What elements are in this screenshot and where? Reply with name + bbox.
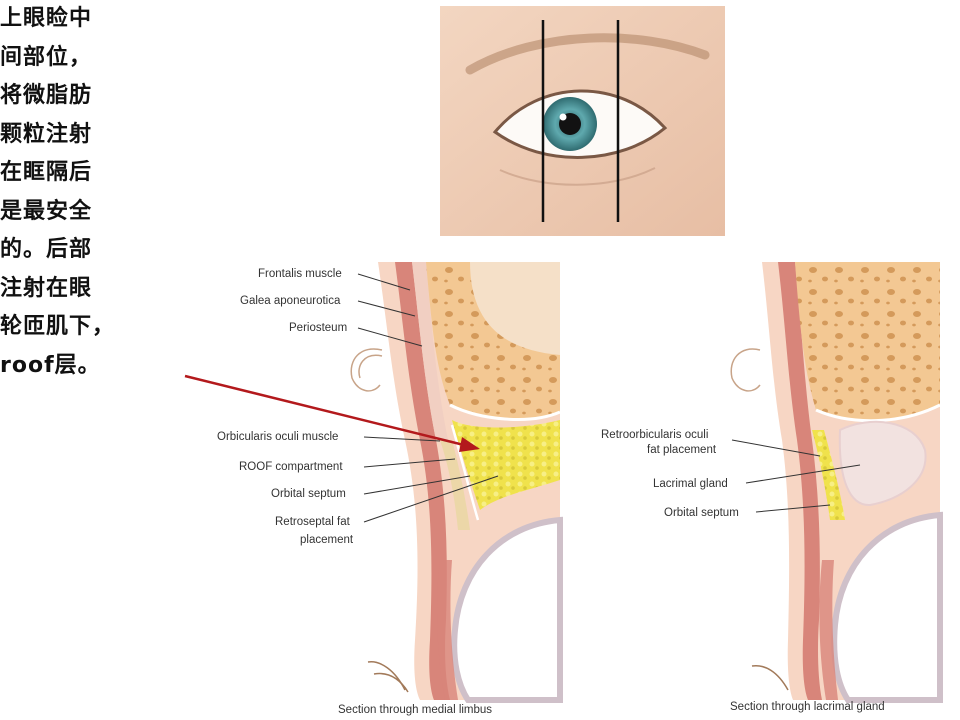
label-periosteum: Periosteum	[289, 322, 348, 334]
note-line: roof层。	[0, 352, 101, 378]
label-orbital-septum-right: Orbital septum	[664, 507, 739, 519]
label-frontalis-muscle: Frontalis muscle	[258, 268, 342, 280]
label-orbital-septum-left: Orbital septum	[271, 488, 346, 500]
side-note: 上眼睑中 间部位， 将微脂肪 颗粒注射 在眶隔后 是最安全 的。后部 注射在眼 …	[0, 0, 150, 385]
label-roof-compartment: ROOF compartment	[239, 461, 343, 473]
note-line: 颗粒注射	[0, 121, 93, 147]
note-line: 在眶隔后	[0, 160, 93, 185]
label-orbicularis-oculi-muscle: Orbicularis oculi muscle	[217, 431, 339, 443]
lacrimal-gland-cross-section	[730, 262, 943, 703]
label-retroorbicularis-fat-placement: fat placement	[647, 444, 717, 456]
label-retroseptal-fat: Retroseptal fat	[275, 516, 350, 528]
note-line: 注射在眼	[0, 275, 93, 301]
injection-arrow	[184, 374, 480, 452]
caption-lacrimal-gland: Section through lacrimal gland	[730, 701, 885, 713]
eye-illustration	[440, 6, 725, 236]
label-lacrimal-gland: Lacrimal gland	[653, 478, 728, 490]
medial-limbus-cross-section	[350, 262, 563, 703]
label-retroorbicularis-oculi: Retroorbicularis oculi	[601, 429, 709, 441]
note-line: 的。后部	[0, 237, 93, 262]
right-leader-lines	[731, 439, 861, 513]
caption-medial-limbus: Section through medial limbus	[338, 704, 493, 716]
note-line: 是最安全	[0, 198, 93, 224]
label-retroseptal-fat-placement: placement	[300, 534, 354, 546]
label-galea-aponeurotica: Galea aponeurotica	[240, 295, 341, 307]
left-leader-lines	[357, 273, 499, 523]
note-line: 上眼睑中	[0, 6, 93, 31]
note-line: 间部位，	[0, 44, 93, 70]
note-line: 轮匝肌下，	[0, 314, 116, 339]
note-line: 将微脂肪	[0, 83, 93, 108]
